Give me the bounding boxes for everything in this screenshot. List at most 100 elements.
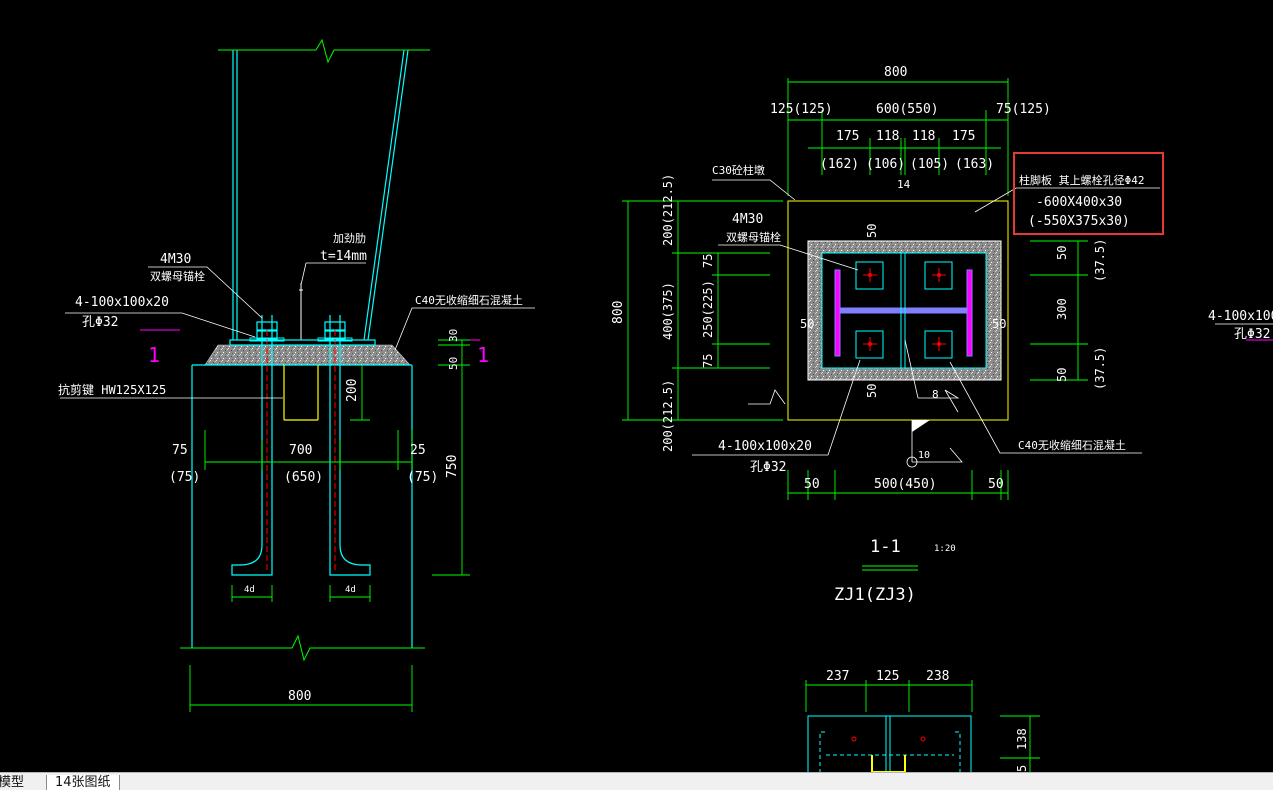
plan-dim-top-mid: 600(550) [876,102,939,117]
column-id: ZJ1(ZJ3) [834,585,916,605]
plan-washer-label: 4-100x100x20 [718,439,812,454]
anchor-bolt-left [231,315,278,576]
plan-bottom-dimensions [787,470,1009,500]
plan-dim-right-mid: 300 [1055,298,1069,320]
plan-dim-sub-alt-4: (163) [955,157,994,172]
right-edge-washer-hole: 孔Φ32 [1234,327,1270,342]
plan-dim-inner-mid: 250(225) [701,280,715,338]
left-dim-200: 200 [345,379,360,402]
plan-dim-total: 800 [884,65,907,80]
detail-dim-4: 138 [1015,728,1029,750]
plan-bolts [855,261,953,359]
left-dim-left: 75 [172,443,188,458]
left-dim-right: 25 [410,443,426,458]
plan-bolt-label: 4M30 [732,212,763,227]
h-column-web [839,307,968,314]
plan-pier-outline [787,200,1009,421]
plan-section [622,78,1164,571]
plan-dim-right-bot-alt: (37.5) [1093,347,1107,390]
plate-note-title: 柱脚板 其上螺栓孔径Φ42 [1019,173,1145,187]
tab-model[interactable]: 模型 [0,775,25,790]
plan-dim-sub-4: 175 [952,129,975,144]
shear-key [283,365,319,421]
left-dim-50: 50 [447,357,460,370]
plate-note-size-alt: (-550X375x30) [1028,214,1130,229]
column-break-line [218,38,430,64]
plan-dim-bottom-right: 50 [988,477,1004,492]
left-dim-left-alt: (75) [169,470,200,485]
plan-leaders [692,179,1160,463]
plan-dim-left-mid: 400(375) [661,282,675,340]
plan-washer-hole: 孔Φ32 [750,460,786,475]
h-column-flange-left [834,269,841,357]
plan-top-dimensions [787,78,1009,196]
plan-grout-label: C40无收缩细石混凝土 [1018,438,1126,452]
plan-dim-inner-bot: 75 [701,354,715,368]
plan-dim-sub-2: 118 [876,129,899,144]
pier-break-line [180,634,425,662]
h-column-flange-right [966,269,973,357]
left-dim-750: 750 [445,455,460,478]
plan-dim-left-bot: 200(212.5) [661,380,675,452]
plan-dim-edge-bot: 50 [865,384,879,398]
plan-dim-left-top: 200(212.5) [661,174,675,246]
plan-dim-sub-3: 118 [912,129,935,144]
plan-right-dimensions [1030,240,1088,381]
left-dim-hook-a: 4d [244,585,255,595]
left-washer-label: 4-100x100x20 [75,295,169,310]
section-title: 1-1 [870,537,901,557]
detail-dim-3: 238 [926,669,949,684]
plan-dim-gap-14: 14 [897,178,911,191]
column-outline [232,49,409,341]
plan-dim-top-right: 75(125) [996,102,1051,117]
plan-dim-left-total: 800 [611,301,626,324]
detail-dim-2: 125 [876,669,899,684]
left-dim-bottom: 800 [288,689,311,704]
detail-dim-5: 5 [1015,765,1029,772]
plan-dim-edge-left: 50 [800,317,814,331]
left-dim-middle: 700 [289,443,312,458]
plate-note-size: -600X400x30 [1036,195,1122,210]
plan-dim-bottom-left: 50 [804,477,820,492]
partial-detail [805,680,1040,772]
left-anchor-bolt-type: 双螺母锚栓 [150,269,205,283]
left-dim-right-alt: (75) [407,470,438,485]
layout-tab-bar: 模型 14张图纸 [0,772,1273,790]
left-leaders [60,262,535,399]
weld-size-8: 8 [932,388,939,401]
plan-pier-label: C30砼柱墩 [712,163,765,177]
anchor-bolt-right [324,315,371,576]
detail-dim-1: 237 [826,669,849,684]
grout-layer [204,344,411,366]
plan-dim-sub-alt-2: (106) [866,157,905,172]
plan-dim-right-top: 50 [1055,246,1069,260]
cad-drawing-canvas[interactable]: 4M30 双螺母锚栓 加劲肋 t=14mm 4-100x100x20 孔Φ32 … [0,0,1273,772]
plan-bolt-type: 双螺母锚栓 [726,230,781,244]
plan-dim-right-top-alt: (37.5) [1093,239,1107,282]
plan-left-dimensions [622,200,783,421]
plan-dim-sub-alt-1: (162) [820,157,859,172]
left-section-mark-b: 1 [477,343,489,367]
right-edge-washer-label: 4-100x100x [1208,309,1273,324]
weld-size-10: 10 [918,450,930,461]
left-anchor-bolt-label: 4M30 [160,252,191,267]
plan-dim-bottom-mid: 500(450) [874,477,937,492]
left-section-mark-a: 1 [148,343,160,367]
plan-dim-inner-top: 75 [701,254,715,268]
plan-dim-sub-alt-3: (105) [910,157,949,172]
plan-dim-right-bot: 50 [1055,368,1069,382]
plan-dim-top-left: 125(125) [770,102,833,117]
plan-dim-edge-top: 50 [865,224,879,238]
plate-note-callout-box[interactable] [1013,152,1164,235]
section-scale: 1:20 [934,544,956,554]
left-dimensions [189,339,470,712]
tab-sheets[interactable]: 14张图纸 [46,775,120,790]
base-plate [229,339,376,346]
left-dim-hook-b: 4d [345,585,356,595]
left-elevation [60,38,535,712]
left-washer-hole: 孔Φ32 [82,315,118,330]
left-stiffener-label: 加劲肋 [333,231,366,245]
pier-outline [191,364,413,648]
left-dim-30: 30 [447,329,460,342]
right-edge-annotation: 4-100x100x 孔Φ32 [1208,309,1273,342]
